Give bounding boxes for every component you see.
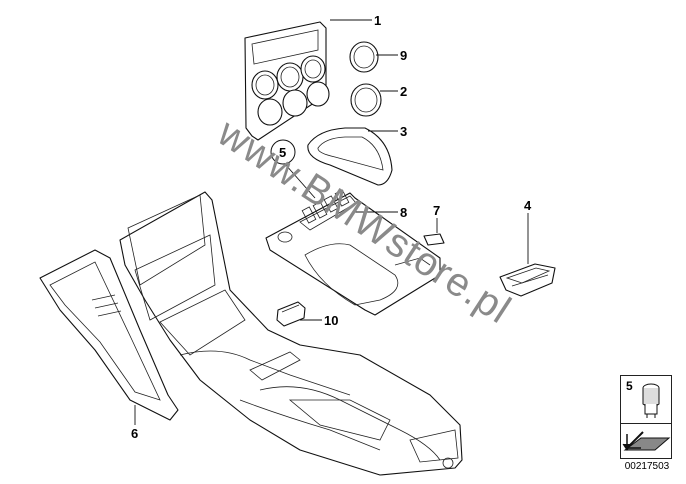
part-9-trim-ring <box>349 41 379 73</box>
part-3-shift-frame <box>307 127 393 186</box>
part-4-ashtray <box>499 263 556 297</box>
leader-lines <box>134 19 529 425</box>
part-5-marker <box>270 139 296 165</box>
part-10-switch <box>276 301 306 327</box>
center-console <box>119 191 463 476</box>
part-2-trim-ring <box>350 83 382 117</box>
callout-4: 4 <box>524 198 532 213</box>
callout-9: 9 <box>400 48 407 63</box>
part-7-pad <box>423 233 445 246</box>
legend-number: 5 <box>626 379 633 393</box>
callout-8: 8 <box>400 205 407 220</box>
legend-box: 5 <box>620 375 672 459</box>
callout-2: 2 <box>400 84 407 99</box>
callout-10: 10 <box>324 313 338 328</box>
callout-6: 6 <box>131 426 138 441</box>
part-1-gauge-panel <box>244 21 330 141</box>
legend-divider <box>621 423 671 424</box>
clip-icon <box>642 383 660 418</box>
callout-3: 3 <box>400 124 407 139</box>
callout-5: 5 <box>279 145 286 160</box>
callout-1: 1 <box>374 13 381 28</box>
callout-7: 7 <box>433 203 440 218</box>
document-id: 00217503 <box>624 461 670 472</box>
arrow-icon <box>622 431 671 451</box>
part-6-side-trim <box>39 249 179 421</box>
part-8-switch-panel <box>265 189 441 316</box>
